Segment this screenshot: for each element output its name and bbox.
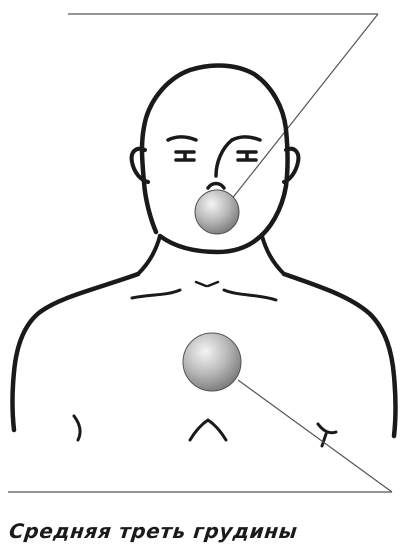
right-shoulder [284, 274, 396, 436]
left-eyebrow [168, 137, 196, 140]
center-sternum-mark [190, 420, 226, 440]
figure-caption: Средняя треть грудины [8, 519, 403, 543]
neck-right [262, 236, 284, 274]
left-shoulder [13, 274, 139, 430]
sternum-marker [183, 333, 241, 391]
right-pectoral-mark [318, 424, 336, 446]
chin-leader-line [227, 14, 378, 205]
sternum-leader-line [238, 380, 392, 492]
left-eye [176, 152, 194, 160]
right-eyebrow [232, 137, 260, 140]
left-pectoral-mark [74, 416, 80, 440]
chin-marker [195, 190, 239, 234]
right-clavicle [224, 290, 276, 300]
nose [208, 140, 232, 188]
right-eye [238, 152, 256, 160]
clavicle-marks [196, 282, 218, 286]
left-clavicle [132, 290, 180, 298]
neck-left [138, 236, 160, 274]
